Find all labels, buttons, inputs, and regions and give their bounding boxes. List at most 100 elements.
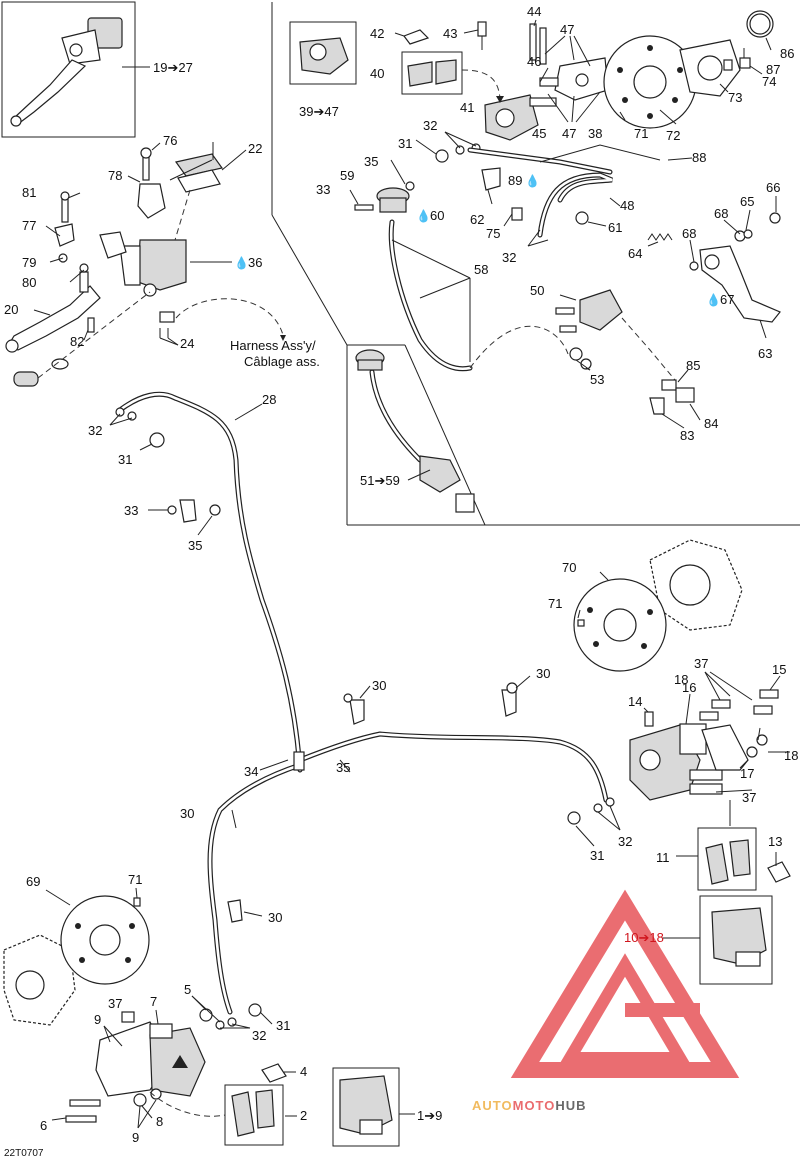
watermark-logo: AUTOMOTOHUB: [472, 889, 740, 1113]
label-84: 84: [704, 416, 718, 431]
label-50: 50: [530, 283, 544, 298]
drop-icon-60: 💧: [416, 209, 431, 223]
label-33-top: 33: [316, 182, 330, 197]
label-41: 41: [460, 100, 474, 115]
label-66: 66: [766, 180, 780, 195]
label-30-lower: 30: [268, 910, 282, 925]
label-43: 43: [443, 26, 457, 41]
label-40: 40: [370, 66, 384, 81]
label-32-top: 32: [423, 118, 437, 133]
label-31-left: 31: [118, 452, 132, 467]
label-71-top: 71: [634, 126, 648, 141]
label-9-top: 9: [94, 1012, 101, 1027]
label-14: 14: [628, 694, 642, 709]
label-42: 42: [370, 26, 384, 41]
label-64: 64: [628, 246, 642, 261]
label-87: 87: [766, 62, 780, 77]
label-32-bottom: 32: [252, 1028, 266, 1043]
label-53: 53: [590, 372, 604, 387]
label-4: 4: [300, 1064, 307, 1079]
label-67: 67: [720, 292, 734, 307]
label-32-right: 32: [618, 834, 632, 849]
label-85: 85: [686, 358, 700, 373]
label-7: 7: [150, 994, 157, 1009]
harness-label-1: Harness Ass'y/: [230, 338, 316, 353]
label-78: 78: [108, 168, 122, 183]
left-front-brake: [3, 887, 415, 1137]
label-28: 28: [262, 392, 276, 407]
label-30-center: 30: [372, 678, 386, 693]
left-hose-fittings: [109, 403, 263, 536]
label-16: 16: [682, 680, 696, 695]
label-34: 34: [244, 764, 258, 779]
label-70: 70: [562, 560, 576, 575]
label-81: 81: [22, 185, 36, 200]
callout-labels: 19➔27 39➔47 51➔59 1➔9 10➔18 22 76 78 81 …: [4, 4, 798, 1159]
label-69: 69: [26, 874, 40, 889]
label-32-mid: 32: [502, 250, 516, 265]
label-13: 13: [768, 834, 782, 849]
label-72: 72: [666, 128, 680, 143]
watermark-part-auto: AUTO: [472, 1098, 513, 1113]
label-31-top: 31: [398, 136, 412, 151]
label-46: 46: [527, 54, 541, 69]
label-65: 65: [740, 194, 754, 209]
harness-label-2: Câblage ass.: [244, 354, 320, 369]
label-2: 2: [300, 1108, 307, 1123]
label-76: 76: [163, 133, 177, 148]
label-37-right: 37: [742, 790, 756, 805]
label-35-left: 35: [188, 538, 202, 553]
label-73: 73: [728, 90, 742, 105]
label-35-top: 35: [364, 154, 378, 169]
label-79: 79: [22, 255, 36, 270]
label-22: 22: [248, 141, 262, 156]
label-35-center: 35: [336, 760, 350, 775]
label-11: 11: [656, 850, 670, 865]
drop-icon-89: 💧: [525, 174, 540, 188]
callout-1-9: 1➔9: [417, 1108, 442, 1123]
brake-hoses: [117, 391, 609, 1015]
label-71-right: 71: [548, 596, 562, 611]
label-30-right: 30: [536, 666, 550, 681]
rear-master-cylinder-inset: [355, 349, 475, 513]
watermark-text: AUTOMOTOHUB: [472, 1098, 587, 1113]
label-37-top: 37: [694, 656, 708, 671]
callout-19-27: 19➔27: [153, 60, 193, 75]
label-45: 45: [532, 126, 546, 141]
inset-pads-box-bottom: [224, 1084, 284, 1146]
label-37-left: 37: [108, 996, 122, 1011]
label-6: 6: [40, 1118, 47, 1133]
label-82: 82: [70, 334, 84, 349]
label-59: 59: [340, 168, 354, 183]
label-8: 8: [156, 1114, 163, 1129]
label-5: 5: [184, 982, 191, 997]
drop-icon-36: 💧: [234, 256, 249, 270]
label-36: 36: [248, 255, 262, 270]
label-68-upper: 68: [714, 206, 728, 221]
label-60: 60: [430, 208, 444, 223]
label-24: 24: [180, 336, 194, 351]
label-18-right: 18: [784, 748, 798, 763]
label-63: 63: [758, 346, 772, 361]
callout-10-18: 10➔18: [624, 930, 664, 945]
label-80: 80: [22, 275, 36, 290]
label-20: 20: [4, 302, 18, 317]
label-77: 77: [22, 218, 36, 233]
label-9-bottom: 9: [132, 1130, 139, 1145]
label-83: 83: [680, 428, 694, 443]
label-62: 62: [470, 212, 484, 227]
master-cylinder-exploded: [5, 142, 286, 387]
label-58: 58: [474, 262, 488, 277]
label-48: 48: [620, 198, 634, 213]
label-17: 17: [740, 766, 754, 781]
label-71-left: 71: [128, 872, 142, 887]
rear-brake-exploded: [299, 10, 781, 429]
label-47-bottom: 47: [562, 126, 576, 141]
label-33-left: 33: [124, 503, 138, 518]
watermark-part-moto: MOTO: [513, 1098, 556, 1113]
label-88: 88: [692, 150, 706, 165]
drop-icon-67: 💧: [706, 293, 721, 307]
right-front-brake: [231, 539, 791, 967]
label-31-bottom: 31: [276, 1018, 290, 1033]
